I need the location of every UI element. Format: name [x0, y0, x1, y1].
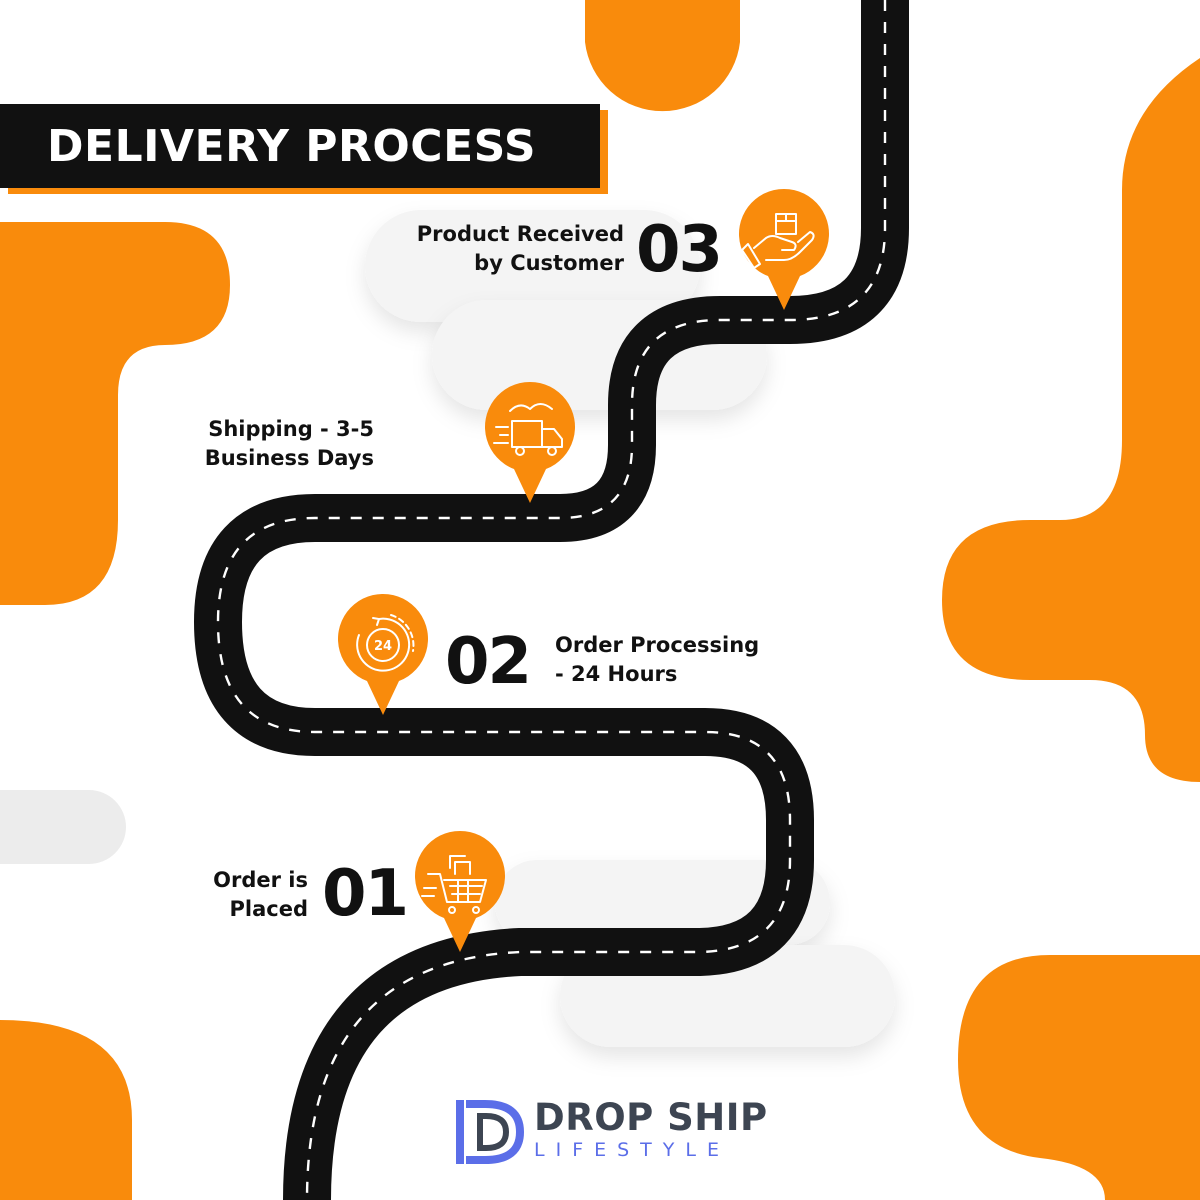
step-01-label: Order is Placed [160, 866, 308, 924]
step-pins: 24 [338, 188, 829, 952]
svg-text:24: 24 [374, 639, 392, 654]
blob-top-center [585, 0, 740, 112]
logo-sub-text: LIFESTYLE [534, 1139, 730, 1161]
drop-ship-lifestyle-logo-mark [456, 1100, 525, 1164]
step-shipping-label-line2: Business Days [204, 446, 374, 470]
shopping-cart-icon [421, 855, 487, 914]
step-02-number: 02 [445, 625, 532, 699]
step-02-label-line2: - 24 Hours [555, 662, 678, 686]
pill-left [0, 790, 126, 864]
pin-step-02: 24 [338, 593, 428, 715]
step-03-label-line1: Product Received [416, 222, 624, 246]
pin-step-01 [415, 830, 505, 952]
blob-bottom-right [958, 955, 1200, 1200]
24-hour-clock-icon: 24 [356, 614, 415, 672]
blob-right [942, 58, 1200, 782]
logo-main-text: DROP SHIP [534, 1096, 768, 1139]
logo-wordmark: DROP SHIP LIFESTYLE [534, 1096, 768, 1162]
blob-left [0, 222, 230, 605]
step-02-label-line1: Order Processing [555, 633, 760, 657]
pin-step-shipping [485, 381, 575, 503]
pin-marker [485, 381, 575, 503]
road [194, 0, 909, 1200]
step-01-number: 01 [322, 857, 409, 931]
road-center-dashes [216, 0, 887, 1200]
blob-bottom-left [0, 1020, 132, 1200]
hand-holding-box-icon [741, 213, 815, 269]
title-banner: DELIVERY PROCESS [0, 104, 600, 188]
step-01-label-line1: Order is [213, 868, 308, 892]
delivery-truck-icon [493, 403, 563, 456]
step-02-label: Order Processing - 24 Hours [555, 631, 759, 689]
page-title: DELIVERY PROCESS [47, 120, 537, 172]
step-03-label-line2: by Customer [474, 251, 624, 275]
step-01-label-line2: Placed [229, 897, 308, 921]
step-shipping-label: Shipping - 3-5 Business Days [160, 415, 374, 473]
pin-marker [415, 830, 505, 952]
pin-step-03 [739, 188, 829, 310]
step-shipping-label-line1: Shipping - 3-5 [208, 417, 374, 441]
pill-top-1 [365, 210, 700, 322]
step-03-number: 03 [636, 213, 723, 287]
step-03-label: Product Received by Customer [362, 220, 624, 278]
pin-marker [338, 593, 428, 715]
